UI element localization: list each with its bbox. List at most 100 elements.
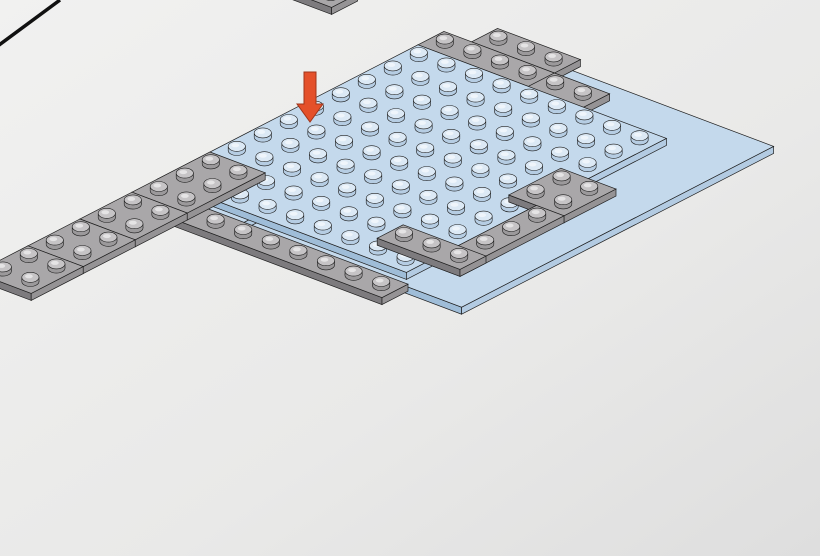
- stud: [22, 272, 39, 286]
- stud: [100, 232, 117, 246]
- stud: [574, 86, 591, 100]
- stud: [581, 181, 598, 195]
- stud: [342, 231, 359, 245]
- stud: [340, 207, 357, 221]
- stud: [339, 183, 356, 197]
- stud: [332, 88, 349, 102]
- stud: [386, 85, 403, 99]
- stud: [415, 119, 432, 133]
- stud: [311, 173, 328, 187]
- stud: [524, 137, 541, 151]
- stud: [335, 135, 352, 149]
- stud: [417, 143, 434, 157]
- stud: [475, 211, 492, 225]
- stud: [317, 256, 334, 270]
- stud: [631, 131, 648, 145]
- stud: [577, 134, 594, 148]
- stud: [202, 155, 219, 169]
- stud: [418, 167, 435, 181]
- stud: [309, 149, 326, 163]
- stud: [603, 120, 620, 134]
- stud: [20, 249, 37, 263]
- stud: [467, 92, 484, 106]
- stud: [74, 246, 91, 260]
- stud: [373, 277, 390, 291]
- stud: [361, 122, 378, 136]
- stud: [493, 79, 510, 93]
- stud: [498, 150, 515, 164]
- stud: [98, 208, 115, 222]
- stud: [517, 42, 534, 56]
- stud: [334, 112, 351, 126]
- stud: [525, 161, 542, 175]
- stud: [314, 220, 331, 234]
- stud: [496, 126, 513, 140]
- stud: [522, 113, 539, 127]
- stud: [503, 222, 520, 236]
- stud: [72, 222, 89, 236]
- stud: [465, 68, 482, 82]
- stud: [413, 95, 430, 109]
- stud: [548, 100, 565, 114]
- stud: [48, 259, 65, 273]
- stud: [443, 129, 460, 143]
- stud: [421, 214, 438, 228]
- stud: [282, 138, 299, 152]
- stud: [176, 168, 193, 182]
- stud: [384, 61, 401, 75]
- stud: [477, 235, 494, 249]
- stud: [124, 195, 141, 209]
- stud: [499, 174, 516, 188]
- stud: [449, 225, 466, 239]
- stud: [290, 245, 307, 259]
- stud: [254, 128, 271, 142]
- stud: [555, 195, 572, 209]
- stud: [410, 48, 427, 62]
- stud: [228, 141, 245, 155]
- stud: [389, 132, 406, 146]
- stud: [551, 147, 568, 161]
- stud: [230, 165, 247, 179]
- stud: [395, 228, 412, 242]
- stud: [345, 266, 362, 280]
- stud: [579, 158, 596, 172]
- stud: [259, 199, 276, 213]
- stud: [178, 192, 195, 206]
- stud: [412, 71, 429, 85]
- stud: [387, 109, 404, 123]
- stud: [420, 190, 437, 204]
- stud: [358, 74, 375, 88]
- stud: [545, 52, 562, 66]
- stud: [446, 177, 463, 191]
- stud: [469, 116, 486, 130]
- stud: [262, 235, 279, 249]
- stud: [438, 58, 455, 72]
- stud: [126, 219, 143, 233]
- stud: [283, 162, 300, 176]
- stud: [447, 201, 464, 215]
- stud: [605, 144, 622, 158]
- stud: [423, 238, 440, 252]
- stud: [550, 123, 567, 137]
- stud: [464, 45, 481, 59]
- stud: [451, 248, 468, 262]
- stud: [470, 140, 487, 154]
- stud: [313, 196, 330, 210]
- stud: [529, 208, 546, 222]
- stud: [441, 106, 458, 120]
- stud: [46, 235, 63, 249]
- stud: [363, 146, 380, 160]
- stud: [360, 98, 377, 112]
- stud: [521, 89, 538, 103]
- stud: [491, 55, 508, 69]
- stud: [527, 184, 544, 198]
- stud: [207, 214, 224, 228]
- stud: [439, 82, 456, 96]
- stud: [152, 205, 169, 219]
- stud: [308, 125, 325, 139]
- stud: [553, 171, 570, 185]
- stud: [256, 152, 273, 166]
- stud: [472, 164, 489, 178]
- stud: [365, 170, 382, 184]
